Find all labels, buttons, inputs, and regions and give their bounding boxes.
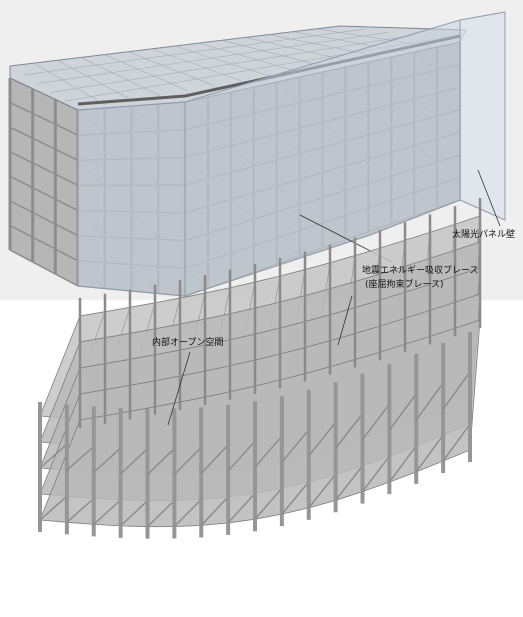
diagonal-brace: [173, 498, 202, 528]
label-energy-brace: 地震エネルギー吸収ブレース: [362, 266, 479, 276]
diagonal-brace: [442, 423, 471, 462]
diagonal-brace: [281, 481, 310, 515]
roof-grid-line: [127, 51, 215, 86]
diagonal-brace: [308, 473, 337, 509]
diagonal-brace: [227, 492, 256, 524]
diagonal-brace: [388, 393, 417, 431]
roof-grid-line: [23, 28, 365, 76]
diagonal-brace: [361, 403, 390, 441]
top-building-figure: [0, 0, 523, 300]
leader-line-open-space: [167, 351, 191, 426]
diagonal-brace: [308, 421, 337, 457]
roof-grid-line: [222, 39, 324, 67]
left-frame-beam: [9, 224, 79, 262]
left-frame-beam: [9, 200, 79, 237]
diagonal-brace: [335, 465, 364, 501]
diagonal-brace: [227, 440, 256, 472]
diagonal-brace: [415, 382, 444, 421]
roof-grid-line: [174, 45, 270, 77]
label-solar-panel-wall: 太陽光パネル壁: [452, 230, 516, 240]
left-frame-beam: [9, 175, 79, 212]
leader-line-brace-bottom: [337, 295, 353, 346]
roof-grid-line: [57, 60, 133, 101]
diagonal-brace: [147, 500, 175, 528]
roof-grid-line: [33, 62, 106, 106]
diagonal-brace: [361, 455, 390, 493]
roof-grid-line: [198, 42, 297, 72]
diagonal-brace: [120, 448, 148, 475]
roof-grid-line: [37, 32, 389, 84]
roof-grid-line: [151, 48, 242, 82]
roof-grid-line: [80, 57, 160, 96]
diagonal-brace: [335, 413, 364, 449]
diagonal-brace: [200, 444, 229, 474]
diagonal-brace: [254, 487, 283, 520]
diagonal-brace: [66, 445, 95, 471]
diagonal-brace: [388, 445, 417, 483]
left-frame-block: [8, 77, 80, 287]
roof-grid-line: [104, 54, 188, 91]
diagonal-brace: [93, 499, 122, 525]
diagonal-brace: [93, 447, 122, 473]
bottom-building-figure: [38, 198, 482, 539]
diagonal-brace: [173, 446, 202, 476]
label-energy-brace-sub: (座屈拘束ブレース): [365, 280, 444, 290]
diagonal-brace: [39, 443, 68, 469]
left-frame-beam: [9, 249, 79, 287]
diagonal-brace: [39, 495, 68, 521]
diagonal-brace: [66, 497, 95, 523]
left-frame-beam: [9, 126, 79, 161]
solar-panel-glass-side: [459, 11, 506, 221]
diagonal-brace: [442, 371, 471, 410]
solar-panel-glass-wall: [77, 19, 461, 297]
diagonal-brace: [200, 496, 229, 526]
leader-line-solar: [477, 169, 501, 227]
left-frame-beam: [9, 151, 79, 187]
diagonal-brace: [147, 448, 175, 476]
diagonal-brace: [281, 429, 310, 463]
roof-grid-line: [50, 35, 413, 93]
label-internal-open-space: 内部オープン空間: [152, 338, 224, 348]
diagonal-brace: [415, 434, 444, 473]
diagonal-brace: [254, 435, 283, 468]
left-frame-beam: [9, 101, 79, 136]
diagonal-brace: [120, 500, 148, 527]
